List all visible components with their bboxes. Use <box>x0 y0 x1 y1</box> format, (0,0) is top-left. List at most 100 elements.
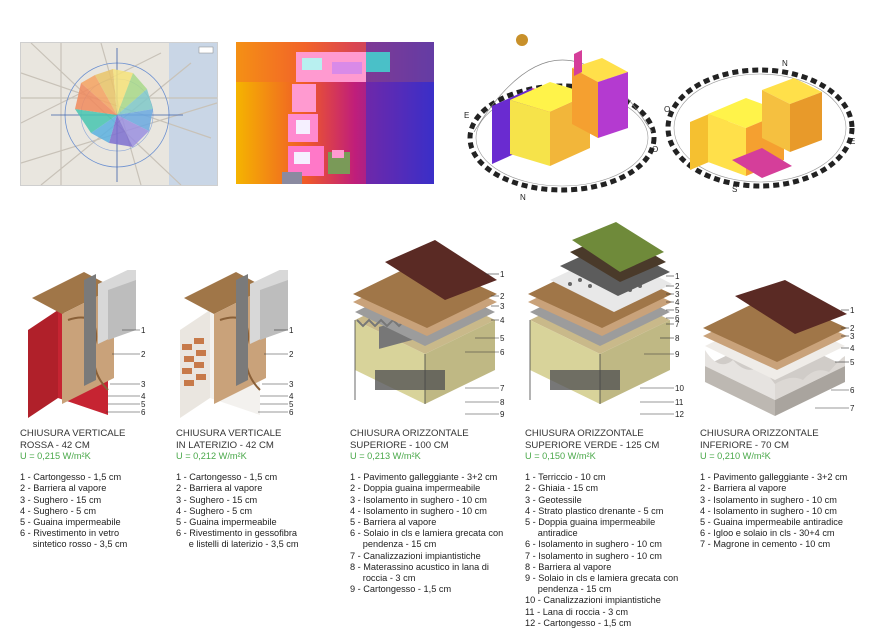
layer-subtitle: IN LATERIZIO - 42 cm <box>176 439 274 451</box>
list-item: 7 - Canalizzazioni impiantistiche <box>350 550 481 561</box>
callout: 2 <box>675 282 680 291</box>
list-item: 5 - Doppia guaina impermeabile <box>525 517 656 528</box>
layer-description-4: CHIUSURA ORIZZONTALE SUPERIORE VERDE - 1… <box>525 428 695 629</box>
list-item: antiradice <box>525 528 578 539</box>
callout: 3 <box>289 380 294 389</box>
u-value: U = 0,150 W/m²K <box>525 451 596 461</box>
callout: 12 <box>675 410 684 419</box>
list-item: 12 - Cartongesso - 1,5 cm <box>525 617 632 628</box>
layer-description-1: CHIUSURA VERTICALE ROSSA - 42 cm U = 0,2… <box>20 428 190 551</box>
list-item: 2 - Ghiaia - 15 cm <box>525 483 599 494</box>
callout: 7 <box>500 384 505 393</box>
layer-description-5: CHIUSURA ORIZZONTALE INFERIORE - 70 cm U… <box>700 428 870 551</box>
list-item: 5 - Guaina impermeabile <box>176 517 277 528</box>
callout: 4 <box>289 392 294 401</box>
callout: 1 <box>500 270 505 279</box>
callout: 10 <box>675 384 684 393</box>
list-item: 6 - Igloo e solaio in cls - 30+4 cm <box>700 528 835 539</box>
sun-path-right-icon: N E S O <box>664 59 855 194</box>
callout: 5 <box>675 306 680 315</box>
list-item: 7 - Isolamento in sughero - 10 cm <box>525 550 662 561</box>
list-item: 9 - Solaio in cls e lamiera grecata con <box>525 573 679 584</box>
sun-label-n: N <box>782 59 788 68</box>
callout: 7 <box>675 320 680 329</box>
list-item: pendenza - 15 cm <box>525 584 612 595</box>
callout: 6 <box>850 386 855 395</box>
list-item: 2 - Barriera al vapore <box>20 483 107 494</box>
layer-subtitle: ROSSA - 42 cm <box>20 439 90 451</box>
layer-title: CHIUSURA VERTICALE <box>20 428 126 439</box>
callout: 1 <box>289 326 294 335</box>
list-item: 4 - Sughero - 5 cm <box>20 505 97 516</box>
callout: 4 <box>850 344 855 353</box>
sun-path-diagram-left: E N O <box>462 28 660 204</box>
wind-rose-map-icon <box>21 43 217 185</box>
list-item: pendenza - 15 cm <box>350 539 437 550</box>
list-item: 4 - Isolamento in sughero - 10 cm <box>350 505 487 516</box>
wind-rose-map <box>20 42 218 186</box>
callout: 5 <box>850 358 855 367</box>
sun-label-s: S <box>732 185 737 194</box>
callout: 3 <box>675 290 680 299</box>
list-item: 1 - Terriccio - 10 cm <box>525 472 606 483</box>
sun-label-n: N <box>520 193 526 202</box>
u-value: U = 0,215 W/m²K <box>20 451 91 461</box>
list-item: 5 - Guaina impermeabile <box>20 517 121 528</box>
solar-radiation-heatmap-icon <box>236 42 434 184</box>
layer-subtitle: SUPERIORE - 100 cm <box>350 439 449 451</box>
list-item: 3 - Sughero - 15 cm <box>20 494 102 505</box>
callout: 8 <box>500 398 505 407</box>
callout: 6 <box>289 408 294 417</box>
sun-label-o: O <box>652 145 658 154</box>
list-item: 2 - Barriera al vapore <box>700 483 787 494</box>
layer-title: CHIUSURA ORIZZONTALE <box>700 428 819 439</box>
list-item: sintetico rosso - 3,5 cm <box>20 539 128 550</box>
list-item: 8 - Barriera al vapore <box>525 561 612 572</box>
list-item: 1 - Pavimento galleggiante - 3+2 cm <box>350 472 498 483</box>
callout: 1 <box>675 272 680 281</box>
list-item: roccia - 3 cm <box>350 573 416 584</box>
list-item: 4 - Isolamento in sughero - 10 cm <box>700 505 837 516</box>
list-item: 3 - Geotessile <box>525 494 582 505</box>
callout: 6 <box>675 314 680 323</box>
layer-title: CHIUSURA ORIZZONTALE <box>350 428 469 439</box>
list-item: 2 - Doppia guaina impermeabile <box>350 483 481 494</box>
callout: 2 <box>289 350 294 359</box>
callout: 2 <box>500 292 505 301</box>
list-item: 1 - Cartongesso - 1,5 cm <box>176 472 278 483</box>
layer-subtitle: SUPERIORE VERDE - 125 cm <box>525 439 660 451</box>
callout: 5 <box>289 400 294 409</box>
list-item: 10 - Canalizzazioni impiantistiche <box>525 595 661 606</box>
callout: 1 <box>850 306 855 315</box>
callout: 6 <box>141 408 146 417</box>
callout: 1 <box>141 326 146 335</box>
layer-description-2: CHIUSURA VERTICALE IN LATERIZIO - 42 cm … <box>176 428 346 551</box>
u-value: U = 0,210 W/m²K <box>700 451 771 461</box>
sun-path-left-icon: E N O <box>464 34 658 202</box>
callout: 11 <box>675 398 684 407</box>
layer-title: CHIUSURA VERTICALE <box>176 428 282 439</box>
callout: 4 <box>675 298 680 307</box>
list-item: 1 - Cartongesso - 1,5 cm <box>20 472 122 483</box>
callout: 6 <box>500 348 505 357</box>
list-item: 4 - Sughero - 5 cm <box>176 505 253 516</box>
callout: 7 <box>850 404 855 413</box>
solar-radiation-heatmap <box>236 42 434 184</box>
list-item: 5 - Barriera al vapore <box>350 517 437 528</box>
callout: 2 <box>850 324 855 333</box>
wall-section-red-diagram: 1 2 3 4 5 6 <box>28 270 146 418</box>
callout: 5 <box>141 400 146 409</box>
callout: 3 <box>850 332 855 341</box>
layer-title: CHIUSURA ORIZZONTALE <box>525 428 644 439</box>
sun-label-e: E <box>850 137 855 146</box>
list-item: 9 - Cartongesso - 1,5 cm <box>350 584 452 595</box>
callout: 3 <box>141 380 146 389</box>
roof-section-superior-diagram: 1 2 3 4 5 6 7 8 9 <box>353 240 505 419</box>
callout: 9 <box>500 410 505 419</box>
list-item: 6 - Rivestimento in vetro <box>20 528 120 539</box>
floor-section-inferior-diagram: 1 2 3 4 5 6 7 <box>703 280 855 416</box>
